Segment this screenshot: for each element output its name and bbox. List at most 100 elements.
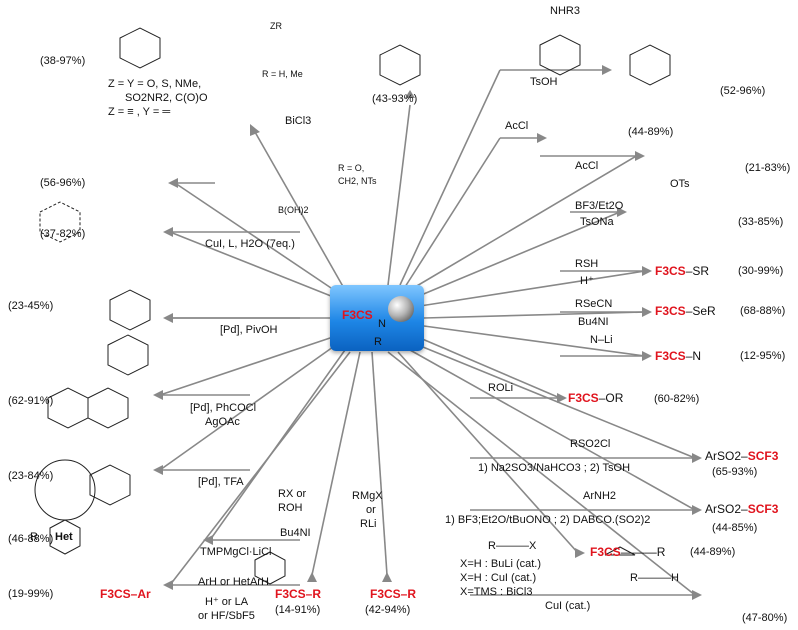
arrow-arnh2 bbox=[409, 349, 696, 511]
reagent-rx-3: Bu4NI bbox=[280, 527, 311, 539]
sub-chromene: R = O, bbox=[338, 163, 365, 173]
reagent-rsecn-1: RSeCN bbox=[575, 298, 613, 310]
reagent-arnh2-2: 1) BF3;Et2O/tBuONO ; 2) DABCO.(SO2)2 bbox=[445, 514, 651, 526]
arrow-alkyne bbox=[397, 351, 579, 554]
arrow-arene bbox=[169, 231, 337, 299]
yield-arnh2: (44-85%) bbox=[712, 522, 758, 534]
reagent-rso2cl-1: RSO2Cl bbox=[570, 438, 611, 450]
cond-alkyne-3: X=TMS : BiCl3 bbox=[460, 586, 533, 598]
arrow-roli bbox=[419, 337, 561, 399]
reagent-tsoh: TsOH bbox=[530, 76, 558, 88]
arrow-directed bbox=[159, 341, 341, 471]
sub-chromene-2: CH2, NTs bbox=[338, 176, 377, 186]
reagent-rso2cl-2: 1) Na2SO3/NaHCO3 ; 2) TsOH bbox=[478, 462, 631, 474]
reagent-ots-2: TsONa bbox=[580, 216, 614, 228]
yield-biaryl: (62-91%) bbox=[8, 395, 54, 407]
arrow-rx bbox=[311, 351, 361, 576]
arrow-acyl bbox=[409, 154, 639, 291]
reagent-rmgx-1: RMgX bbox=[352, 490, 383, 502]
arrow-allyl bbox=[404, 137, 501, 288]
het-r: R bbox=[30, 531, 38, 543]
product-rsh: F3CS–SR bbox=[655, 264, 710, 278]
nhr3-label: NHR3 bbox=[550, 5, 580, 17]
z-line1: Z = Y = O, S, NMe, bbox=[108, 78, 202, 90]
arrow-ketone bbox=[174, 182, 341, 295]
reagent-biaryl-1: [Pd], PhCOCl bbox=[190, 402, 257, 414]
ring-topleft bbox=[119, 27, 161, 69]
arrow-chromene bbox=[387, 104, 411, 286]
sm-cui: R———H bbox=[630, 572, 679, 584]
center-group: F3CS bbox=[342, 308, 373, 322]
yield-alkyne: (44-89%) bbox=[690, 546, 736, 558]
reagent-allyl: AcCl bbox=[505, 120, 529, 132]
yield-ots: (33-85%) bbox=[738, 216, 784, 228]
arrow-top-left bbox=[254, 131, 346, 291]
yield-rsecn: (68-88%) bbox=[740, 305, 786, 317]
product-amine: F3CS–N bbox=[655, 349, 702, 363]
reagent-arnh2-1: ArNH2 bbox=[583, 490, 617, 502]
center-n: N bbox=[378, 318, 386, 330]
yield-amide: (23-45%) bbox=[8, 300, 54, 312]
reagent-alkyne: R———X bbox=[488, 540, 537, 552]
center-r: R bbox=[374, 336, 382, 348]
yield-acyl: (21-83%) bbox=[745, 162, 791, 174]
yield-arene: (37-82%) bbox=[40, 228, 86, 240]
reagent-acyl: AcCl bbox=[575, 160, 599, 172]
yield-directed: (23-84%) bbox=[8, 470, 54, 482]
yield-roli: (60-82%) bbox=[654, 393, 700, 405]
reagent-arh-3: or HF/SbF5 bbox=[198, 610, 255, 622]
yield-tsoh: (52-96%) bbox=[720, 85, 766, 97]
product-arnh2: ArSO2–SCF3 bbox=[705, 502, 779, 516]
reagent-rx-1: RX or bbox=[278, 488, 307, 500]
reagent-rmgx-3: RLi bbox=[360, 518, 377, 530]
reagent-arh-2: H⁺ or LA bbox=[205, 596, 249, 608]
reagent-rsecn-2: Bu4NI bbox=[578, 316, 609, 328]
cond-alkyne-2: X=H : CuI (cat.) bbox=[460, 572, 537, 584]
reagent-directed: [Pd], TFA bbox=[198, 476, 244, 488]
yield-arh: (19-99%) bbox=[8, 588, 54, 600]
reagent-amine: N–Li bbox=[590, 334, 613, 346]
reagent-amide: [Pd], PivOH bbox=[220, 324, 278, 336]
het-label: Het bbox=[55, 531, 73, 543]
yield-chromene: (43-93%) bbox=[372, 93, 418, 105]
yield-rx: (14-91%) bbox=[275, 604, 321, 616]
reagent-top-left: BiCl3 bbox=[285, 115, 312, 127]
reagent-cui: CuI (cat.) bbox=[545, 600, 591, 612]
reagent-arh-1: ArH or HetArH bbox=[198, 576, 269, 588]
reagent-rsh-1: RSH bbox=[575, 258, 599, 270]
arrow-rmgx bbox=[371, 351, 388, 576]
yield-amine: (12-95%) bbox=[740, 350, 786, 362]
cond-alkyne-1: X=H : BuLi (cat.) bbox=[460, 558, 542, 570]
arrow-ots bbox=[413, 211, 621, 299]
reagent-biaryl-2: AgOAc bbox=[205, 416, 240, 428]
polymer-bead-icon bbox=[388, 296, 414, 322]
product-rso2cl: ArSO2–SCF3 bbox=[705, 449, 779, 463]
reagent-roli: ROLi bbox=[488, 382, 514, 394]
reagent-arene: CuI, L, H2O (7eq.) bbox=[205, 238, 295, 250]
arrow-amine bbox=[423, 325, 646, 357]
reagent-ots-1: BF3/Et2O bbox=[575, 200, 624, 212]
yield-cui: (47-80%) bbox=[742, 612, 788, 624]
reagent-het: TMPMgCl·LiCl bbox=[200, 546, 272, 558]
substrate-boronic: B(OH)2 bbox=[278, 205, 309, 215]
yield-rmgx: (42-94%) bbox=[365, 604, 411, 616]
product-roli: F3CS–OR bbox=[568, 391, 624, 405]
yield-ketone: (56-96%) bbox=[40, 177, 86, 189]
yield-top-left: (38-97%) bbox=[40, 55, 86, 67]
arrow-rsecn bbox=[423, 311, 646, 319]
arrow-tsoh bbox=[399, 69, 501, 286]
arrow-rso2cl bbox=[417, 344, 696, 459]
arrow-biaryl bbox=[159, 335, 337, 396]
product-rx: F3CS–R bbox=[275, 587, 322, 601]
substrate-zr: ZR bbox=[270, 21, 282, 31]
substrate-top-left: R = H, Me bbox=[262, 69, 303, 79]
product-arh: F3CS–Ar bbox=[100, 587, 151, 601]
reagent-rmgx-2: or bbox=[366, 504, 376, 516]
product-rsecn: F3CS–SeR bbox=[655, 304, 716, 318]
ots-label: OTs bbox=[670, 178, 690, 190]
product-rmgx: F3CS–R bbox=[370, 587, 417, 601]
z-line2: SO2NR2, C(O)O bbox=[125, 92, 208, 104]
arrow-arh bbox=[169, 351, 351, 586]
reagent-rsh-2: H⁺ bbox=[580, 275, 594, 287]
